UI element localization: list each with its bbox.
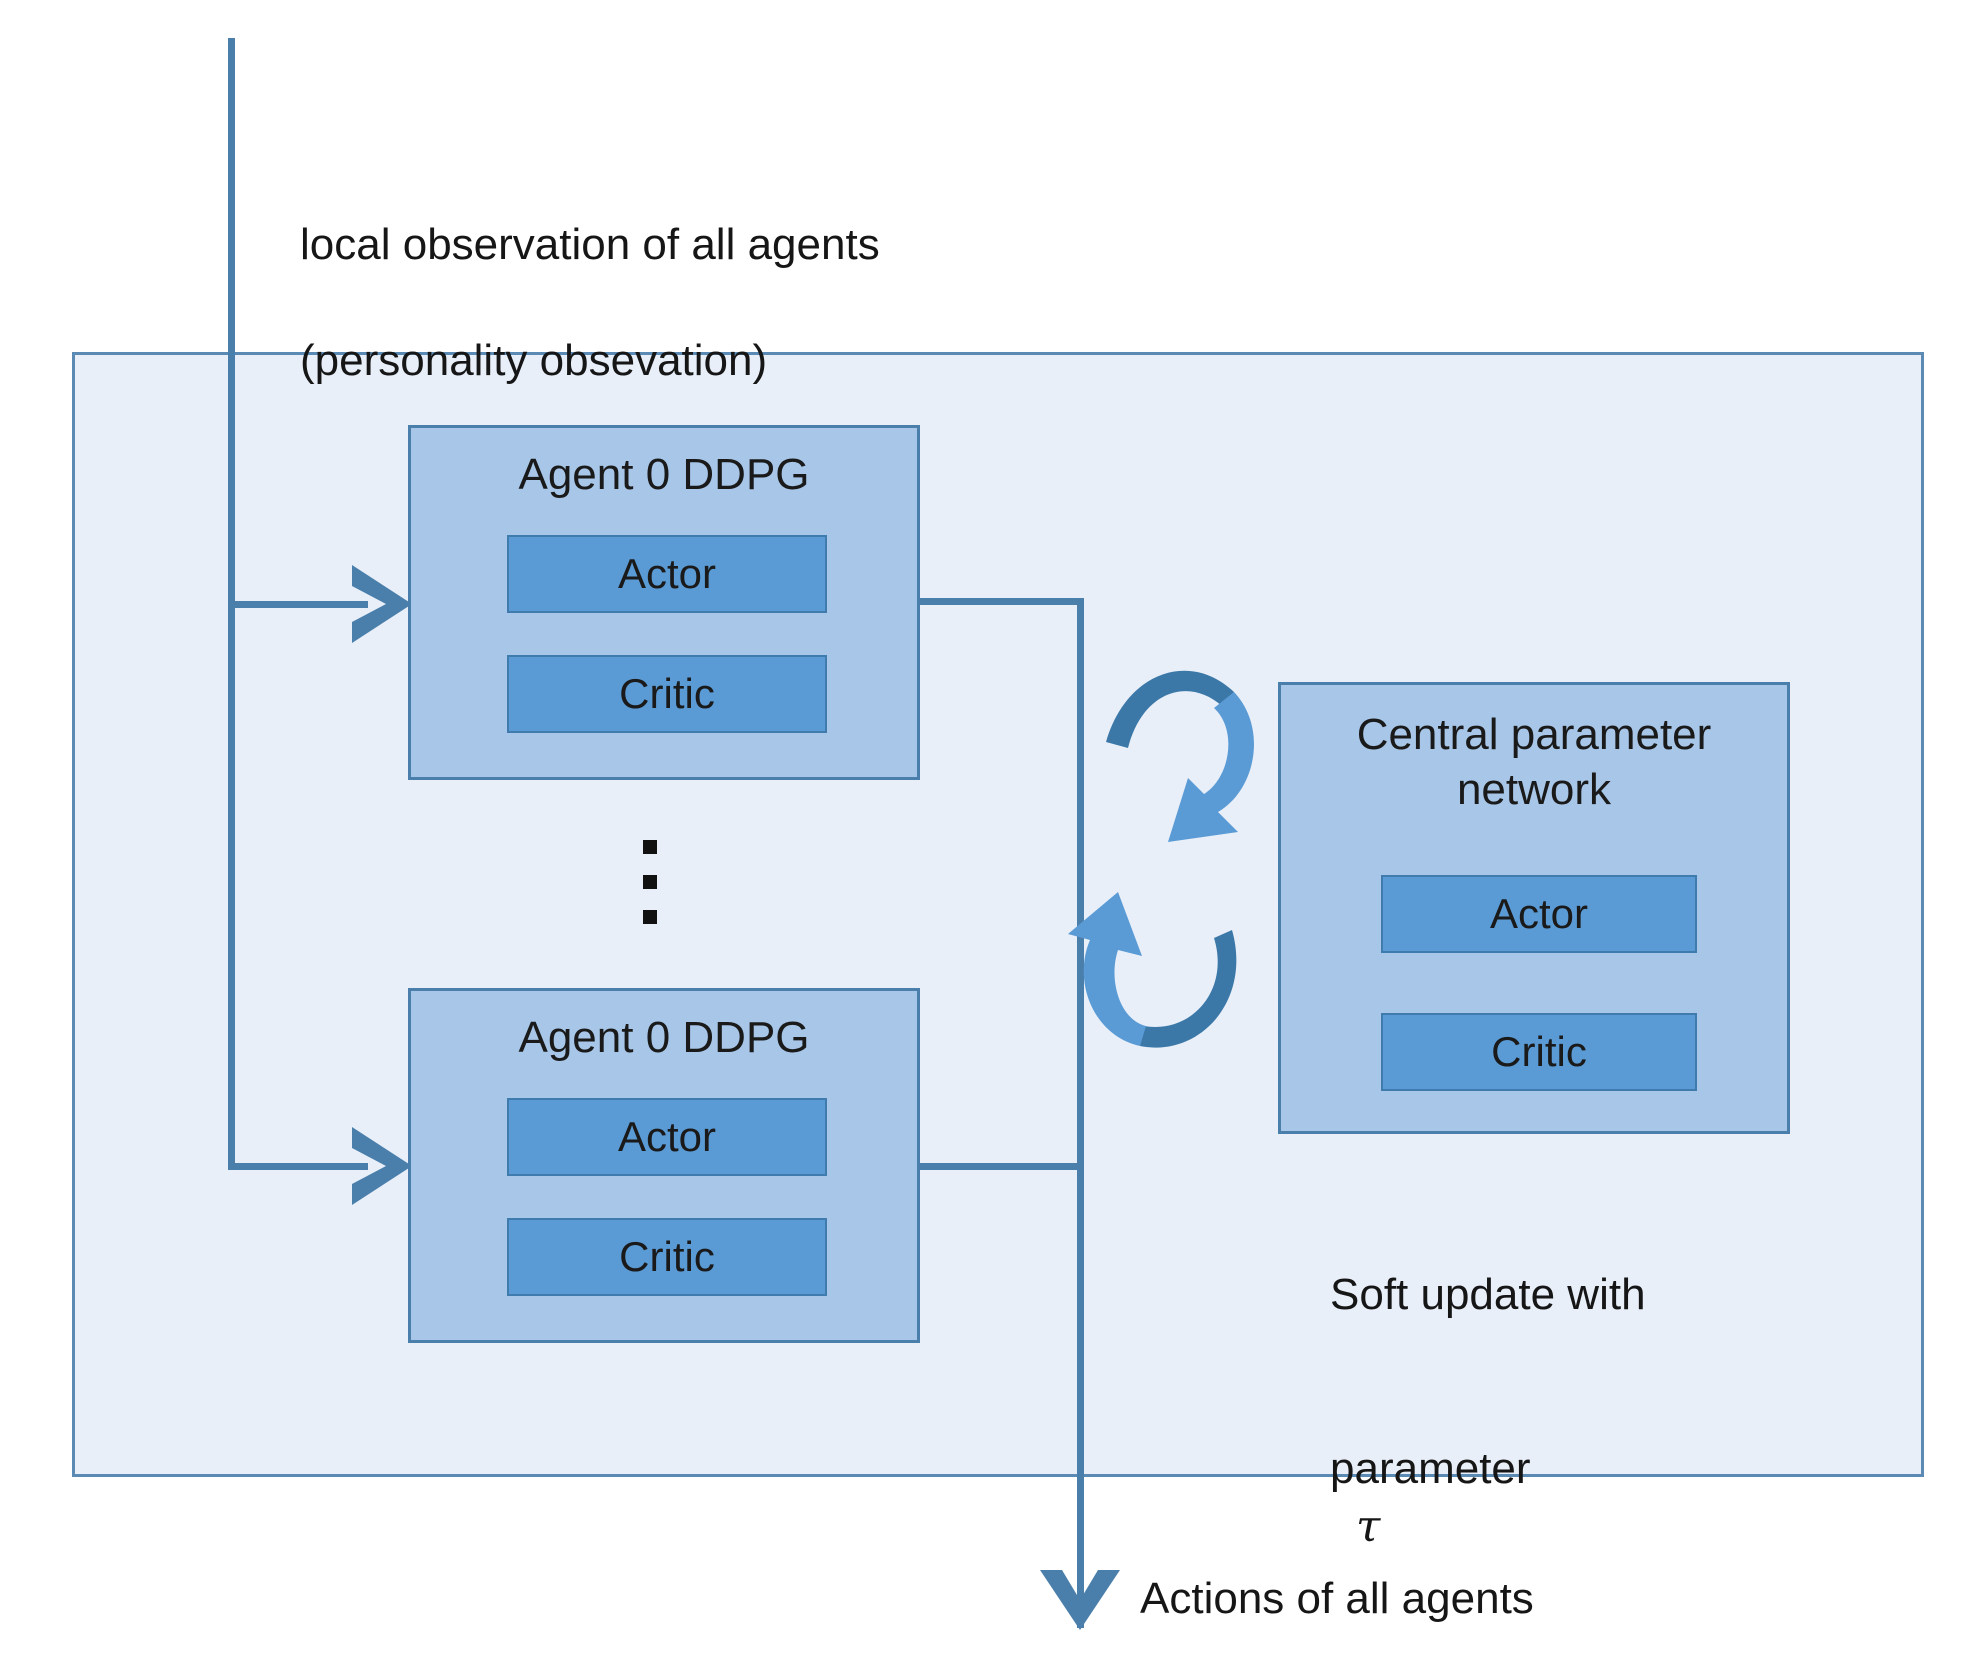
agent-0-title: Agent 0 DDPG [518, 450, 810, 499]
central-network-title: Central parameter network [1295, 707, 1773, 817]
input-label: local observation of all agents (persona… [300, 158, 1060, 448]
soft-update-line-1: Soft update with [1330, 1270, 1646, 1320]
agent-box-0[interactable]: Agent 0 DDPG Actor Critic [408, 425, 920, 780]
input-label-line-1: local observation of all agents [300, 220, 880, 270]
agent-1-critic-box[interactable]: Critic [507, 1218, 827, 1296]
soft-update-line-2-wrap: parameter τ [1330, 1382, 1850, 1556]
agent-0-critic-box[interactable]: Critic [507, 655, 827, 733]
central-network-title-line-2: network [1456, 765, 1612, 814]
input-label-line-2: (personality obsevation) [300, 336, 768, 386]
soft-update-line-2: parameter [1330, 1444, 1531, 1494]
output-label-line-1: Actions of all agents [1140, 1574, 1534, 1624]
agent-1-output-horizontal [920, 1163, 1084, 1170]
central-actor-box[interactable]: Actor [1381, 875, 1697, 953]
central-critic-box[interactable]: Critic [1381, 1013, 1697, 1091]
agent-1-actor-box[interactable]: Actor [507, 1098, 827, 1176]
output-trunk-vertical [1077, 598, 1084, 1628]
input-branch-agent-1 [228, 1163, 368, 1170]
agent-0-output-horizontal [920, 598, 1084, 605]
agent-box-1[interactable]: Agent 0 DDPG Actor Critic [408, 988, 920, 1343]
input-branch-agent-0 [228, 601, 368, 608]
tau-symbol: τ [1356, 1501, 1381, 1553]
output-label: Actions of all agents (common actions) [1140, 1512, 1780, 1674]
central-parameter-network-box[interactable]: Central parameter network Actor Critic [1278, 682, 1790, 1134]
agents-ellipsis-icon [643, 840, 657, 924]
soft-update-label: Soft update with parameter τ [1330, 1208, 1850, 1615]
agent-1-title: Agent 0 DDPG [518, 1013, 810, 1062]
agent-0-actor-box[interactable]: Actor [507, 535, 827, 613]
central-network-title-line-1: Central parameter [1356, 710, 1712, 759]
